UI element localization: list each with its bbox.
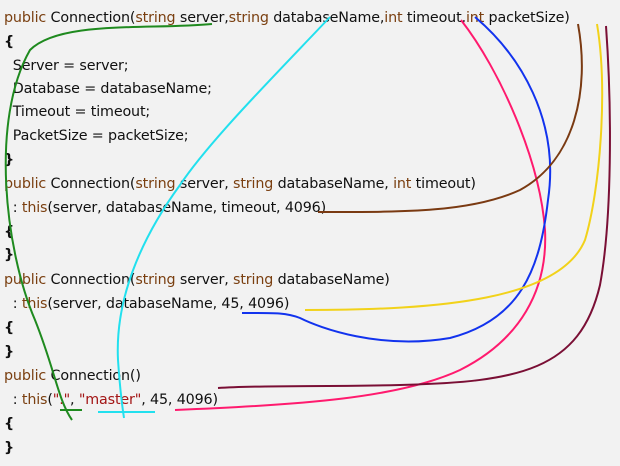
code-brace: } [4,440,15,456]
code-brace: { [4,416,15,432]
code-line: } [4,342,14,362]
code-brace: } [4,344,15,360]
code-keyword: public [4,176,47,192]
code-text: PacketSize = packetSize; [4,128,189,144]
code-line: { [4,32,14,52]
code-text: databaseName) [273,272,390,288]
code-text: Connection( [46,272,136,288]
code-text: packetSize) [484,10,570,26]
code-keyword: string [233,272,274,288]
code-string: "master" [78,392,142,408]
code-keyword: public [4,10,47,26]
code-string: "." [52,392,71,408]
code-text: : [4,296,22,312]
code-text: Connection( [46,176,136,192]
code-line: Database = databaseName; [4,79,212,99]
code-line: } [4,150,14,170]
code-brace: } [4,247,15,263]
code-line: public Connection(string server, string … [4,270,390,290]
code-line: : this(server, databaseName, 45, 4096) [4,294,290,314]
code-brace: } [4,152,15,168]
code-keyword: int [384,10,403,26]
code-text: Server = server; [4,58,129,74]
code-line: Timeout = timeout; [4,102,150,122]
code-text: Database = databaseName; [4,81,212,97]
code-text: timeout, [402,10,466,26]
code-keyword: string [233,176,274,192]
code-text: server, [175,10,229,26]
code-line: { [4,414,14,434]
code-text: databaseName, [273,176,394,192]
code-text: server, [175,272,234,288]
code-line: public Connection(string server,string d… [4,8,570,28]
code-keyword: int [393,176,412,192]
code-line: } [4,245,14,265]
code-brace: { [4,224,15,240]
code-brace: { [4,34,15,50]
code-keyword: this [21,296,48,312]
code-text: server, [175,176,234,192]
code-text: (server, databaseName, timeout, 4096) [47,200,327,216]
code-keyword: int [465,10,485,26]
code-keyword: string [135,10,176,26]
code-line: public Connection(string server, string … [4,174,476,194]
code-keyword: public [4,272,47,288]
code-keyword: this [21,200,48,216]
code-line: : this(".", "master", 45, 4096) [4,390,218,410]
code-text: : [4,392,22,408]
code-keyword: public [4,368,47,384]
code-line: Server = server; [4,56,129,76]
code-text: , 45, 4096) [141,392,218,408]
code-text: databaseName, [268,10,385,26]
code-text: Connection() [46,368,141,384]
code-keyword: string [228,10,269,26]
code-text: (server, databaseName, 45, 4096) [47,296,290,312]
code-text: timeout) [411,176,476,192]
code-keyword: string [135,176,176,192]
code-text: Timeout = timeout; [4,104,151,120]
code-keyword: string [135,272,176,288]
code-text: Connection( [46,10,136,26]
code-text: , [70,392,79,408]
code-text: : [4,200,22,216]
code-brace: { [4,320,15,336]
code-line: public Connection() [4,366,141,386]
code-line: { [4,318,14,338]
code-line: PacketSize = packetSize; [4,126,189,146]
code-line: } [4,438,14,458]
code-keyword: this [21,392,48,408]
code-line: { [4,222,14,242]
code-line: : this(server, databaseName, timeout, 40… [4,198,326,218]
